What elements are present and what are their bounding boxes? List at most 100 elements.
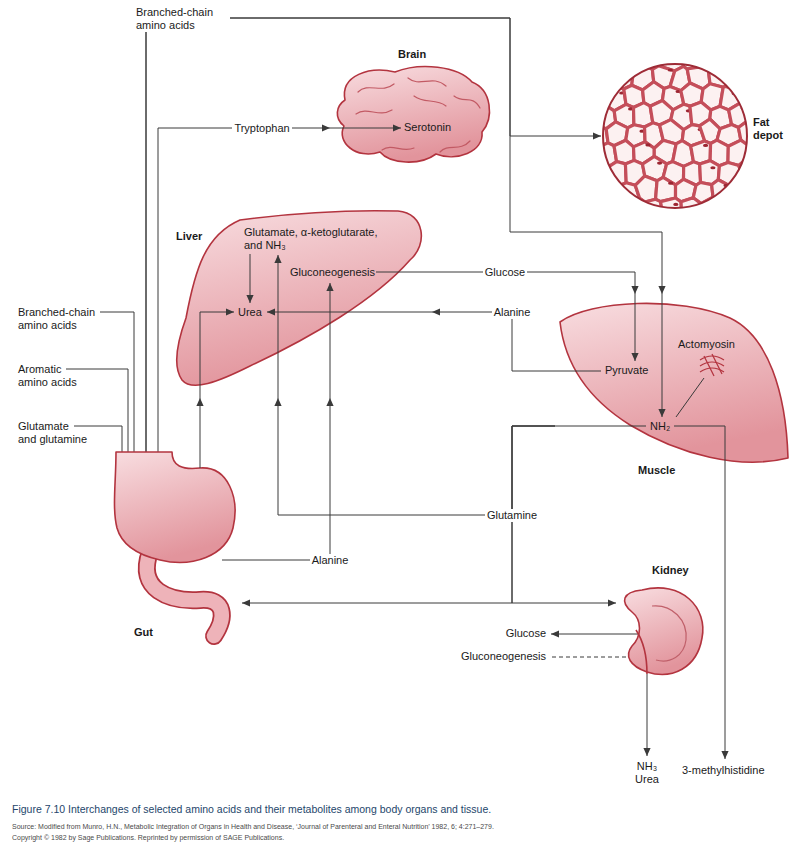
metabolite-label: 3-methylhistidine bbox=[682, 764, 765, 777]
flow-line bbox=[676, 378, 704, 417]
text-slot: Gut bbox=[134, 626, 153, 639]
metabolite-name: NH₂ bbox=[650, 420, 670, 433]
edge-label: Tryptophan bbox=[232, 122, 291, 135]
cell-nucleus bbox=[668, 68, 673, 71]
cell-nucleus bbox=[668, 182, 673, 185]
organ-drawing bbox=[330, 44, 496, 170]
cell-nucleus bbox=[713, 51, 718, 54]
flow-arrow bbox=[200, 398, 201, 452]
muscle-outline bbox=[560, 303, 788, 462]
kidney-outline bbox=[625, 588, 703, 674]
brain-fold bbox=[454, 96, 480, 108]
flow-line bbox=[376, 272, 432, 273]
liver-outline bbox=[177, 211, 422, 386]
label-slot: Branched-chain amino acids bbox=[18, 306, 98, 332]
fat-cell bbox=[599, 60, 606, 71]
intestine bbox=[147, 552, 222, 636]
organ-group bbox=[625, 588, 703, 674]
flow-line bbox=[200, 452, 201, 468]
text-slot: Pyruvate bbox=[605, 364, 648, 377]
fat-cell bbox=[599, 163, 608, 184]
flow-arrow bbox=[432, 272, 635, 294]
text-slot: Gluconeogenesis bbox=[290, 266, 375, 279]
text-slot: Urea bbox=[238, 306, 262, 319]
flow-line bbox=[222, 560, 242, 561]
edge-label: Alanine bbox=[310, 554, 351, 567]
label-slot: NH₃ Urea bbox=[629, 760, 665, 786]
fat-cell bbox=[599, 67, 616, 90]
organ-name: Liver bbox=[176, 230, 202, 243]
flow-arrow bbox=[242, 398, 330, 560]
cell-nucleus bbox=[616, 204, 621, 207]
brain-fold bbox=[382, 147, 414, 150]
fat-cell bbox=[661, 198, 682, 212]
edge-label-slot: Tryptophan bbox=[232, 122, 291, 135]
label-slot: Copyright © 1982 by Sage Publications. R… bbox=[12, 833, 284, 842]
metabolite-label: Aromatic amino acids bbox=[18, 363, 89, 389]
edge-label: Alanine bbox=[492, 306, 533, 319]
actomyosin-symbol bbox=[712, 354, 722, 374]
fat-cell bbox=[726, 66, 751, 90]
flow-line bbox=[278, 255, 279, 398]
text-slot: Muscle bbox=[638, 464, 675, 477]
fat-cell bbox=[606, 60, 625, 72]
metabolite-label: Glutamate and glutamine bbox=[18, 420, 89, 446]
text-slot: Liver bbox=[176, 230, 202, 243]
organ-drawing bbox=[616, 560, 712, 684]
muscle-tissue: ActomyosinPyruvateNH₂ Muscle bbox=[555, 294, 792, 484]
organ-name: Kidney bbox=[652, 564, 689, 577]
flow-line bbox=[267, 312, 432, 313]
brain-outline bbox=[337, 67, 489, 163]
cell-nucleus bbox=[607, 186, 612, 189]
organ-name: Gut bbox=[134, 626, 153, 639]
fat-cell bbox=[599, 200, 605, 212]
fat-cell bbox=[599, 85, 610, 107]
organ-group bbox=[598, 47, 759, 212]
text-slot: NH₂ bbox=[650, 420, 670, 433]
kidney-organ: Kidney bbox=[616, 560, 712, 684]
fat-cell bbox=[624, 60, 644, 71]
organ-group bbox=[555, 294, 788, 484]
intestine-wall bbox=[147, 552, 222, 636]
adipose-cells bbox=[598, 47, 759, 212]
actomyosin-symbol bbox=[700, 362, 724, 366]
flow-line bbox=[662, 294, 663, 417]
fat-cell bbox=[721, 197, 740, 212]
cell-nucleus bbox=[608, 72, 613, 75]
flow-line bbox=[330, 283, 331, 398]
fat-cell bbox=[603, 199, 623, 212]
brain-fold bbox=[440, 141, 470, 152]
edge-label-slot: Glutamine bbox=[485, 509, 539, 522]
organ-group bbox=[177, 211, 432, 398]
fat-cell bbox=[703, 60, 721, 70]
organ-drawing bbox=[555, 294, 792, 484]
text-slot: Glutamate, α-ketoglutarate, and NH₃ bbox=[244, 226, 384, 252]
edge-label-slot: Glucose bbox=[483, 266, 527, 279]
label-slot: 3-methylhistidine bbox=[682, 764, 765, 777]
ureter bbox=[636, 630, 647, 674]
output-arrow bbox=[725, 484, 726, 759]
flow-arrow bbox=[242, 426, 555, 603]
cell-nucleus bbox=[599, 166, 604, 169]
fat-outline bbox=[603, 64, 747, 208]
cell-nucleus bbox=[734, 201, 739, 204]
caption-slot: Figure 7.10 Interchanges of selected ami… bbox=[12, 803, 491, 816]
flow-arrow bbox=[146, 18, 601, 452]
actomyosin-symbol bbox=[700, 356, 724, 360]
text-slot: Brain bbox=[398, 48, 426, 61]
text-slot: Fat depot bbox=[753, 116, 787, 142]
fat-cell bbox=[599, 181, 616, 205]
cell-nucleus bbox=[655, 47, 660, 50]
organ-group bbox=[114, 452, 242, 636]
fat-cell bbox=[741, 60, 751, 73]
stomach-outline bbox=[114, 452, 234, 562]
flow-arrow bbox=[146, 18, 662, 452]
text-slot: Kidney bbox=[652, 564, 689, 577]
metabolite-name: Urea bbox=[238, 306, 262, 319]
flow-line bbox=[555, 371, 601, 372]
metabolite-label: Gluconeogenesis bbox=[440, 650, 546, 663]
text-slot: Actomyosin bbox=[678, 338, 735, 351]
